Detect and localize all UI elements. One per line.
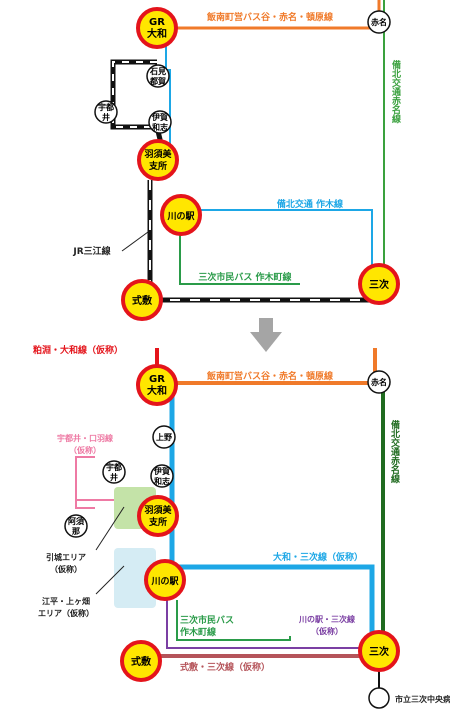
svg-text:赤名: 赤名 xyxy=(371,17,387,27)
svg-text:和志: 和志 xyxy=(154,476,170,486)
label-area-hikishiro: 引城エリア xyxy=(46,552,86,562)
label-miyoshi-city-top: 三次市民バス 作木町線 xyxy=(198,271,291,283)
svg-text:式敷: 式敷 xyxy=(132,294,153,307)
svg-text:（仮称）: （仮称） xyxy=(69,445,101,455)
svg-text:宇都: 宇都 xyxy=(98,102,114,112)
svg-text:エリア（仮称）: エリア（仮称） xyxy=(38,608,94,618)
label-kawanoeki-miyoshi: 川の駅・三次線 xyxy=(298,614,355,624)
svg-text:大和: 大和 xyxy=(147,384,167,397)
line-miyoshi-city-top xyxy=(179,235,300,285)
svg-text:（仮称）: （仮称） xyxy=(50,564,82,574)
label-hospital: 市立三次中央病 xyxy=(395,694,450,704)
svg-text:羽須美: 羽須美 xyxy=(144,504,172,516)
svg-text:阿須: 阿須 xyxy=(68,516,85,526)
stop-gr-yamato-top[interactable]: GR 大和 xyxy=(136,7,178,49)
label-yamato-new: 粕淵・大和線（仮称） xyxy=(33,344,123,356)
stops-bottom: GR 大和 赤名 上野 宇都 井 伊賀 和志 阿須 那 羽須美 xyxy=(64,364,450,709)
svg-text:川の駅: 川の駅 xyxy=(150,576,179,587)
stops-top: GR 大和 赤名 石見 都賀 宇都 井 伊賀 和志 羽須美 支所 xyxy=(94,7,400,321)
line-jr-top xyxy=(110,59,384,303)
svg-text:羽須美: 羽須美 xyxy=(144,148,172,160)
svg-text:三次: 三次 xyxy=(369,278,389,291)
svg-text:赤名: 赤名 xyxy=(371,377,387,387)
line-utsui-kuchiba xyxy=(75,456,95,509)
svg-text:那: 那 xyxy=(72,527,80,536)
svg-text:井: 井 xyxy=(110,472,118,482)
label-jr: JR三江線 xyxy=(72,245,110,257)
current-routes-map: 飯南町営バス谷・赤名・頓原線 備北交通赤名線 備北交通 作木線 三次市民バス 作… xyxy=(72,0,401,303)
svg-text:石見: 石見 xyxy=(149,66,166,76)
label-shikijiki-miyoshi: 式敷・三次線（仮称） xyxy=(180,661,270,673)
svg-text:（仮称）: （仮称） xyxy=(311,626,343,636)
stop-shikijiki-top[interactable]: 式敷 xyxy=(121,279,163,321)
svg-text:宇都: 宇都 xyxy=(106,462,122,472)
label-bihoku-top: 備北交通赤名線 xyxy=(390,59,401,124)
svg-text:都賀: 都賀 xyxy=(149,76,166,86)
label-sakugi-top: 備北交通 作木線 xyxy=(277,198,343,210)
stop-shikijiki-bottom[interactable]: 式敷 xyxy=(120,640,162,682)
svg-text:支所: 支所 xyxy=(148,516,167,528)
svg-text:GR: GR xyxy=(149,17,165,28)
stop-asuhe[interactable]: 阿須 那 xyxy=(64,514,88,538)
label-miyoshi-city-bottom: 三次市民バス xyxy=(180,614,234,626)
line-kawanoeki-miyoshi xyxy=(166,598,360,649)
svg-text:伊賀: 伊賀 xyxy=(153,466,170,476)
svg-text:三次: 三次 xyxy=(369,645,389,658)
stop-kamino[interactable]: 上野 xyxy=(152,425,176,449)
stop-gr-yamato-bottom[interactable]: GR 大和 xyxy=(136,364,178,406)
label-bihoku-bottom: 備北交通赤名線 xyxy=(389,419,400,484)
line-sakugi-top xyxy=(180,209,373,270)
svg-text:上野: 上野 xyxy=(156,432,172,442)
label-iinan-bottom: 飯南町営バス谷・赤名・頓原線 xyxy=(206,370,333,382)
stop-miyoshi-top[interactable]: 三次 xyxy=(358,263,400,305)
svg-text:式敷: 式敷 xyxy=(131,655,152,668)
stop-iga-wachi-bottom[interactable]: 伊賀 和志 xyxy=(150,464,174,488)
label-yamato-miyoshi: 大和・三次線（仮称） xyxy=(273,551,363,563)
label-area-ehira: 江平・上ヶ畑 xyxy=(42,596,90,606)
svg-text:川の駅: 川の駅 xyxy=(166,211,195,222)
label-utsui-kuchiba: 宇都井・口羽線 xyxy=(57,433,113,443)
stop-kawanoeki-bottom[interactable]: 川の駅 xyxy=(144,559,186,601)
line-miyoshi-city-bottom xyxy=(176,600,291,641)
svg-text:井: 井 xyxy=(102,112,110,122)
stop-kawanoeki-top[interactable]: 川の駅 xyxy=(160,194,202,236)
svg-text:和志: 和志 xyxy=(152,122,168,132)
stop-utsui-bottom[interactable]: 宇都 井 xyxy=(102,460,126,484)
svg-text:作木町線: 作木町線 xyxy=(180,626,216,638)
label-iinan-top: 飯南町営バス谷・赤名・頓原線 xyxy=(206,11,333,23)
stop-hospital[interactable]: 市立三次中央病 xyxy=(368,687,450,709)
stop-akana-top[interactable]: 赤名 xyxy=(367,10,391,34)
stop-miyoshi-bottom[interactable]: 三次 xyxy=(358,630,400,672)
stop-hasumi-bottom[interactable]: 羽須美 支所 xyxy=(137,495,179,537)
stop-akana-bottom[interactable]: 赤名 xyxy=(367,370,391,394)
stop-iga-wachi-top[interactable]: 伊賀 和志 xyxy=(148,110,172,134)
svg-text:支所: 支所 xyxy=(148,160,167,172)
area-ehira xyxy=(114,548,156,608)
svg-text:GR: GR xyxy=(149,374,165,385)
transition-arrow-icon xyxy=(250,318,282,352)
svg-text:大和: 大和 xyxy=(147,27,167,40)
svg-text:伊賀: 伊賀 xyxy=(151,112,168,122)
stop-hasumi-top[interactable]: 羽須美 支所 xyxy=(137,139,179,181)
proposed-routes-map: 粕淵・大和線（仮称） 飯南町営バス谷・赤名・頓原線 備北交通赤名線 宇都井・口羽… xyxy=(33,344,400,690)
stop-iwami-tsuga-top[interactable]: 石見 都賀 xyxy=(146,64,170,88)
line-yamato-miyoshi xyxy=(169,395,375,640)
stop-utsui-top[interactable]: 宇都 井 xyxy=(94,100,118,124)
